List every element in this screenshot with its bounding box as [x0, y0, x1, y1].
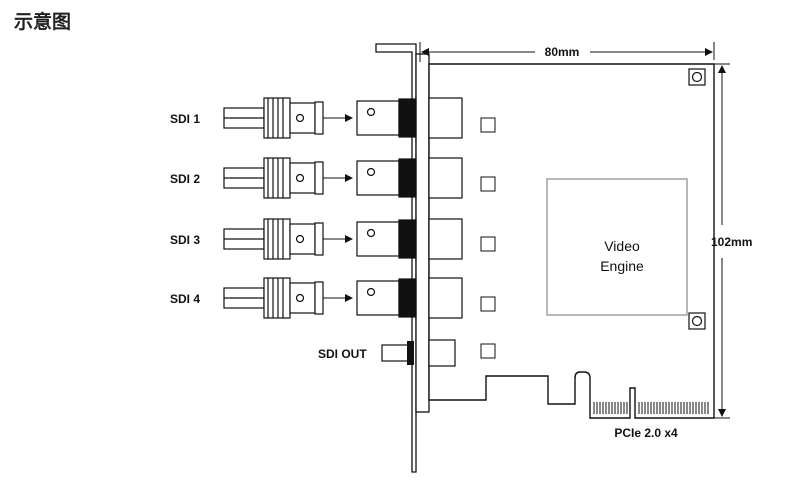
bnc-cable-plug — [223, 157, 324, 199]
sdi-input-row: SDI 4 — [170, 277, 463, 319]
chip-label-line1: Video — [604, 238, 640, 254]
bnc-jack — [356, 277, 463, 319]
width-label: 80mm — [545, 45, 580, 59]
bnc-jack — [356, 218, 463, 260]
sdi-input-label: SDI 3 — [170, 233, 200, 247]
width-dimension — [419, 42, 715, 62]
video-engine-chip — [546, 178, 688, 316]
chip-label-line2: Engine — [600, 258, 644, 274]
mounting-hole-bottom — [688, 312, 706, 330]
pcie-label: PCIe 2.0 x4 — [614, 426, 678, 440]
bnc-cable-plug — [223, 218, 324, 260]
bnc-jack — [356, 97, 463, 139]
bnc-cable-plug — [223, 277, 324, 319]
height-label: 102mm — [711, 235, 752, 249]
sdi-input-row: SDI 1 — [170, 97, 463, 139]
pcie-gold-fingers — [593, 402, 709, 414]
mounting-hole-top — [688, 68, 706, 86]
sdi-input-label: SDI 4 — [170, 292, 200, 306]
sdi-out-connector — [381, 339, 456, 367]
bnc-jack — [356, 157, 463, 199]
sdi-input-row: SDI 2 — [170, 157, 463, 199]
bnc-cable-plug — [223, 97, 324, 139]
sdi-out-label: SDI OUT — [318, 347, 367, 361]
sdi-input-label: SDI 2 — [170, 172, 200, 186]
sdi-input-label: SDI 1 — [170, 112, 200, 126]
sdi-input-row: SDI 3 — [170, 218, 463, 260]
sdi-input-connectors: SDI 1 SDI 2 SDI 3 SDI 4 — [170, 97, 463, 319]
status-led-squares — [480, 117, 496, 359]
height-dimension — [714, 63, 730, 419]
page-title: 示意图 — [14, 11, 72, 33]
